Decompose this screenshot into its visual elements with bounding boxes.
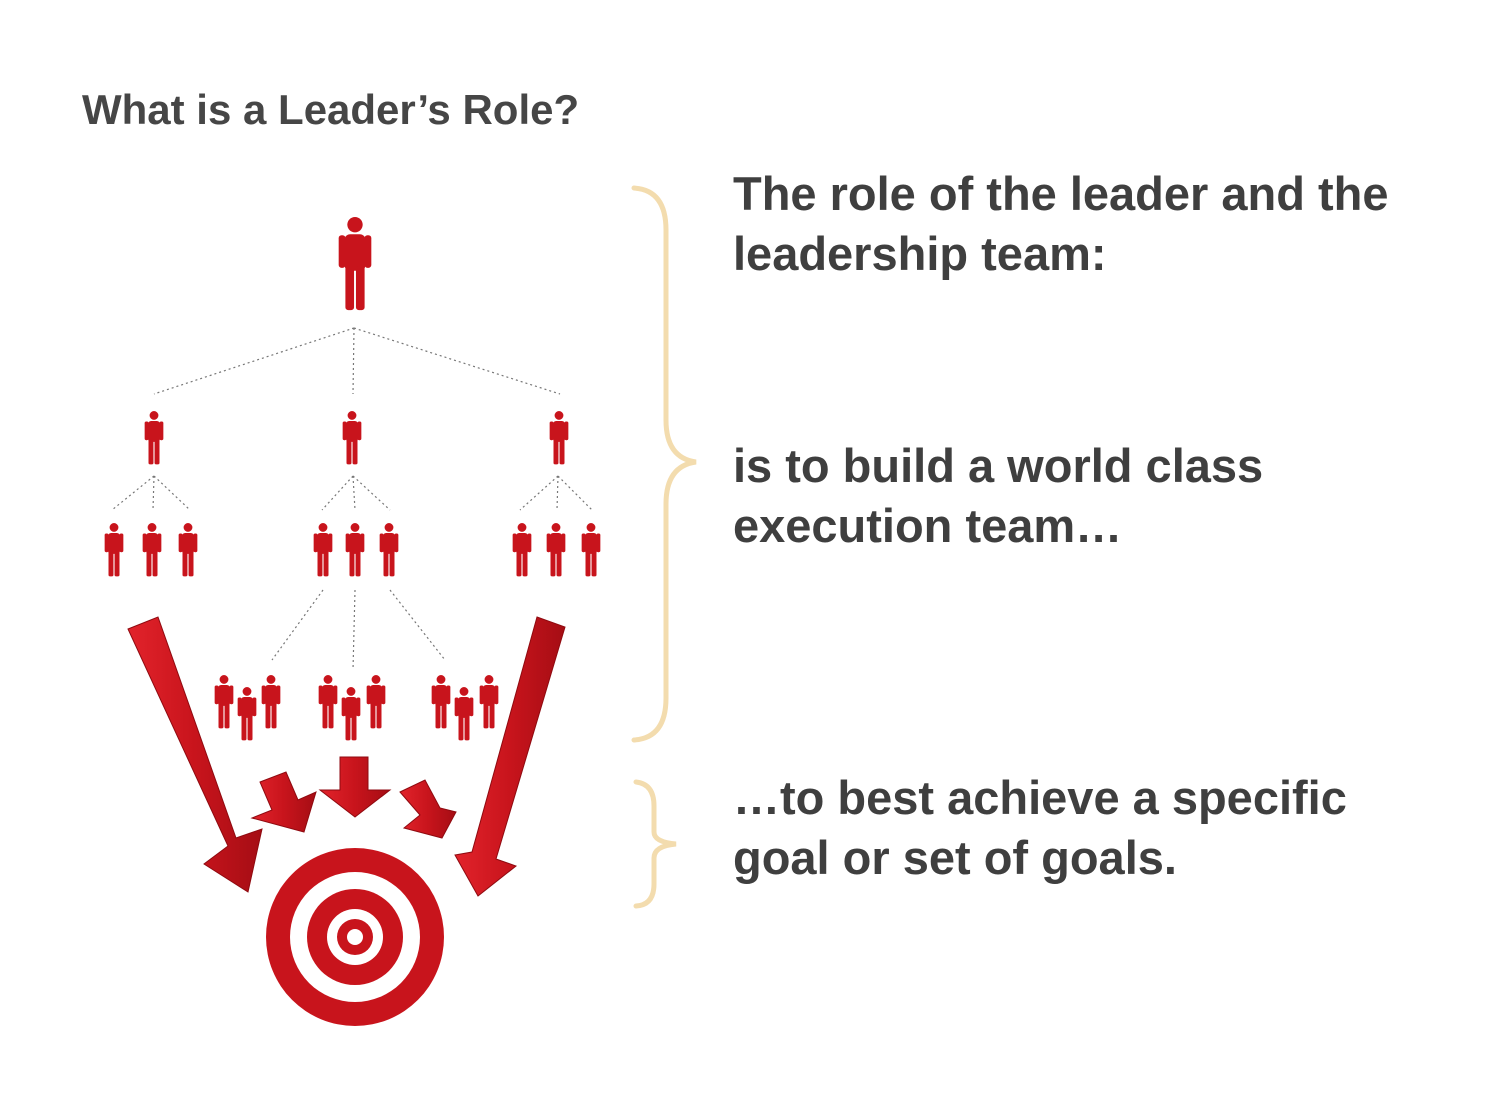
person-icon (546, 523, 566, 577)
leadership-team-statement: The role of the leader and the leadershi… (733, 167, 1389, 280)
brace-decorations (631, 185, 697, 909)
leader-person-icon (338, 216, 372, 311)
org-chart-diagram (104, 216, 601, 1026)
small-arrows (250, 756, 457, 839)
person-icon (142, 523, 162, 577)
arrow-down-icon (127, 616, 263, 893)
arrow-down-icon (399, 779, 457, 839)
person-icon (214, 675, 234, 729)
person-icon (379, 523, 399, 577)
person-icon (237, 687, 257, 741)
connector-lines (111, 327, 593, 671)
person-icon (454, 687, 474, 741)
person-icon (431, 675, 451, 729)
person-icon (366, 675, 386, 729)
person-icon (479, 675, 499, 729)
person-icon (261, 675, 281, 729)
execution-team-statement: is to build a world class execution team… (733, 439, 1264, 552)
slide-title: What is a Leader’s Role? (82, 86, 580, 133)
person-icon (345, 523, 365, 577)
large-arrows (127, 616, 566, 897)
person-icon (341, 687, 361, 741)
target-icon (266, 848, 444, 1026)
arrow-down-icon (454, 616, 566, 897)
person-icon (313, 523, 333, 577)
person-icon (178, 523, 198, 577)
person-icon (549, 411, 569, 465)
person-icon (144, 411, 164, 465)
person-icon (318, 675, 338, 729)
arrow-down-icon (250, 771, 317, 833)
person-icon (342, 411, 362, 465)
arrow-down-icon (318, 756, 392, 818)
goal-statement: …to best achieve a specific goal or set … (733, 771, 1347, 884)
person-icon (512, 523, 532, 577)
person-icon (581, 523, 601, 577)
person-icon (104, 523, 124, 577)
curly-brace-large (631, 185, 697, 743)
curly-brace-small (633, 779, 677, 909)
